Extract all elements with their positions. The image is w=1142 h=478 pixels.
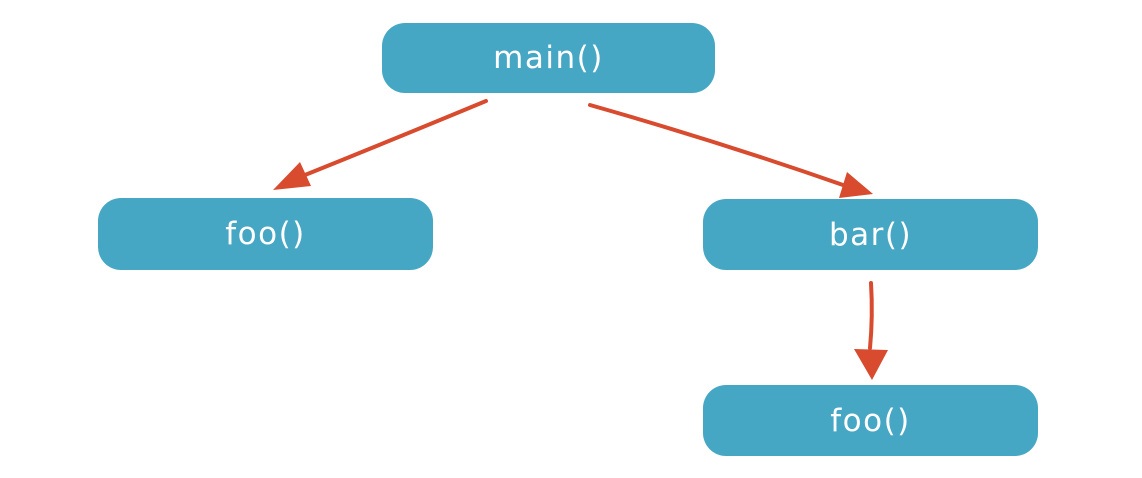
edge-bar-to-foo	[854, 281, 888, 380]
edge-bar-to-foo-arrowhead	[854, 349, 888, 380]
edge-main-to-foo-arrowhead	[273, 162, 311, 190]
edge-bar-to-foo-shaft	[868, 281, 874, 350]
edge-main-to-bar-shaft	[588, 103, 845, 187]
edge-main-to-foo-shaft	[303, 99, 488, 177]
edge-main-to-foo	[273, 99, 488, 190]
edge-main-to-bar	[588, 103, 873, 198]
node-main-label: main()	[493, 40, 604, 76]
node-foo-bottom-label: foo()	[830, 402, 911, 439]
node-main: main()	[382, 23, 715, 93]
node-foo-left-label: foo()	[225, 216, 306, 252]
node-bar-label: bar()	[828, 216, 913, 253]
node-foo-left: foo()	[98, 198, 433, 270]
edge-main-to-bar-arrowhead	[839, 172, 873, 198]
node-bar: bar()	[703, 199, 1038, 270]
node-foo-bottom: foo()	[703, 385, 1038, 456]
